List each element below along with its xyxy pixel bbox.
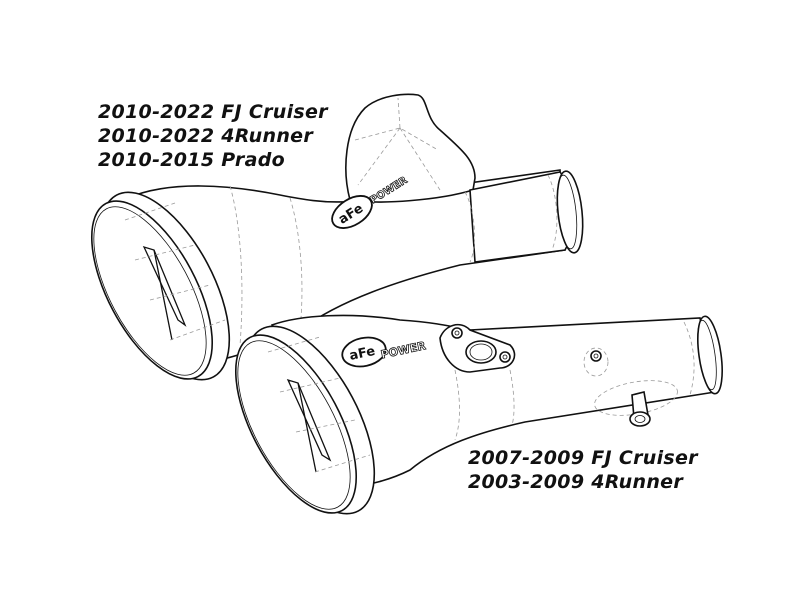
application-label: 2003-2009 4Runner xyxy=(468,471,684,493)
application-label: 2010-2015 Prado xyxy=(98,149,285,171)
upper-tube-applications: 2010-2022 FJ Cruiser 2010-2022 4Runner 2… xyxy=(98,100,328,172)
lower-intake-tube: aFe POWER xyxy=(234,314,723,515)
lower-small-boss xyxy=(583,347,609,377)
lower-inlet xyxy=(234,325,376,515)
application-label: 2007-2009 FJ Cruiser xyxy=(468,447,698,469)
application-label: 2010-2022 4Runner xyxy=(98,125,314,147)
upper-intake-tube: aFe POWER xyxy=(90,93,584,381)
lower-vent-nipple xyxy=(594,380,678,427)
lower-sensor-port xyxy=(439,323,516,373)
svg-text:aFe: aFe xyxy=(348,344,377,364)
upper-tube-scoop xyxy=(345,93,476,203)
application-label: 2010-2022 FJ Cruiser xyxy=(98,101,328,123)
upper-inlet xyxy=(90,191,231,381)
lower-tube-applications: 2007-2009 FJ Cruiser 2003-2009 4Runner xyxy=(468,446,698,494)
